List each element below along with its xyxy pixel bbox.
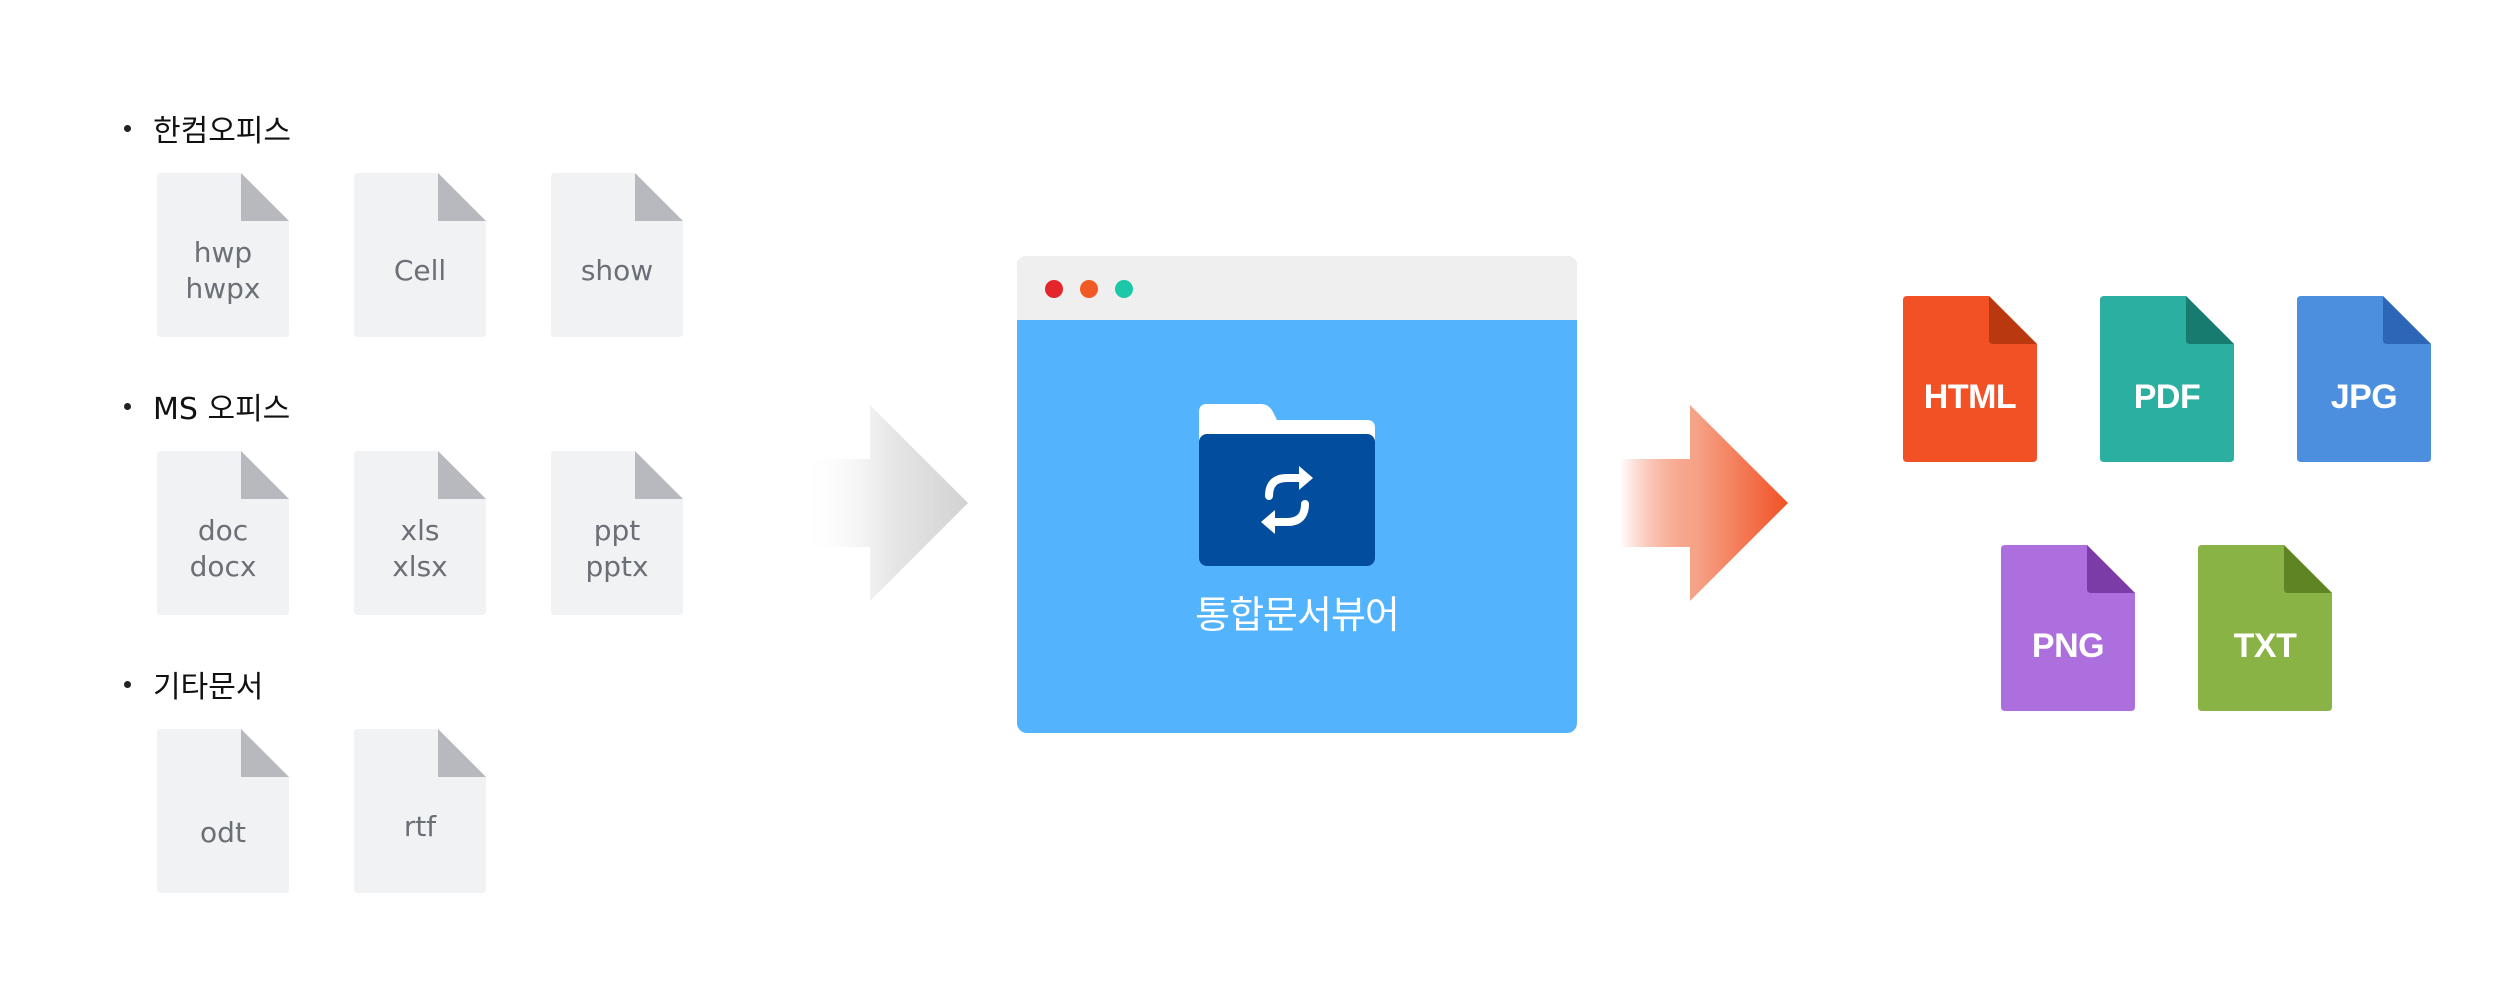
viewer-label: 통합문서뷰어 [1195,593,1400,637]
output-file-pdf: PDF [2100,296,2234,462]
bullet-icon [124,402,131,410]
output-label: PDF [2133,378,2201,416]
doc-icon-cell: Cell [354,173,486,337]
output-label: HTML [1923,378,2017,416]
window-maximize-dot [1115,280,1133,298]
folder-sync-icon [1199,404,1375,566]
arrow-in-icon [800,405,968,601]
doc-icon-show: show [551,173,683,337]
output-file-jpg: JPG [2297,296,2431,462]
doc-icon-rtf: rtf [354,729,486,893]
group-title-ms-office: MS 오피스 [124,386,290,427]
doc-label: show [580,254,654,287]
doc-icon-xls: xls xlsx [354,451,486,615]
group-title-other-docs: 기타문서 [124,664,263,705]
doc-label: ppt pptx [585,514,649,583]
window-titlebar [1017,256,1577,320]
window-minimize-dot [1080,280,1098,298]
group-title-hancom: 한컴오피스 [124,108,291,149]
doc-label: rtf [403,810,437,843]
doc-icon-hwp: hwp hwpx [157,173,289,337]
doc-icon-odt: odt [157,729,289,893]
viewer-window: 통합문서뷰어 [1017,256,1577,733]
output-label: JPG [2330,378,2398,416]
doc-icon-doc: doc docx [157,451,289,615]
doc-label: Cell [393,254,447,287]
arrow-out-icon [1620,405,1788,601]
output-label: PNG [2031,627,2105,665]
output-file-png: PNG [2001,545,2135,711]
doc-label: doc docx [189,514,257,583]
bullet-icon [124,124,131,132]
doc-label: hwp hwpx [185,236,261,305]
output-file-html: HTML [1903,296,2037,462]
doc-label: odt [200,816,246,849]
doc-icon-ppt: ppt pptx [551,451,683,615]
output-file-txt: TXT [2198,545,2332,711]
doc-label: xls xlsx [392,514,448,583]
output-label: TXT [2233,627,2297,665]
window-close-dot [1045,280,1063,298]
bullet-icon [124,680,131,688]
